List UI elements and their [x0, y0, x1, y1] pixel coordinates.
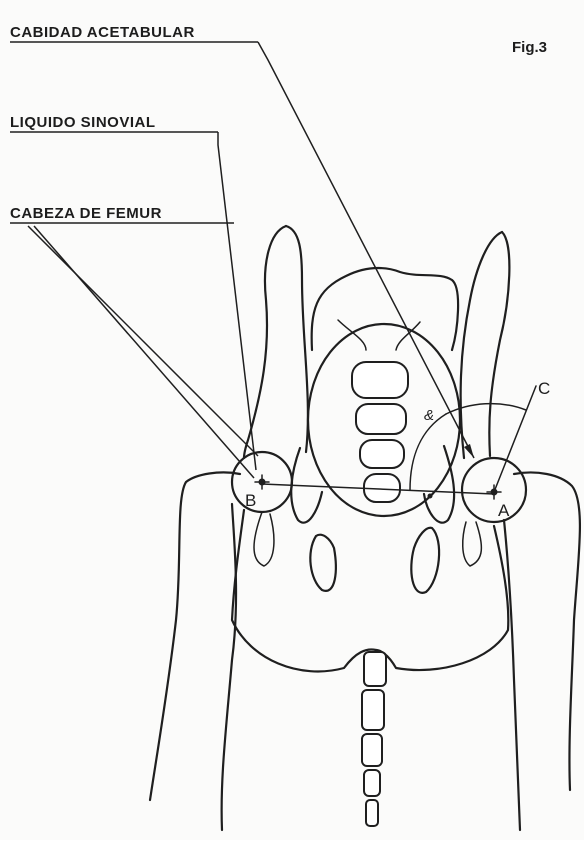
label-synovial: LIQUIDO SINOVIAL [10, 114, 218, 132]
left-ilium [244, 226, 308, 458]
angle-arc-left [410, 414, 446, 490]
label-acetabular-text: CABIDAD ACETABULAR [10, 24, 195, 41]
sacral-vertebra-2 [356, 404, 406, 434]
sacral-vertebra-1 [352, 362, 408, 398]
coccyx [362, 652, 386, 826]
label-femur-head-text: CABEZA DE FEMUR [10, 205, 162, 222]
point-c-label: C [538, 379, 550, 398]
left-femur [150, 472, 240, 830]
point-a-label: A [498, 501, 510, 520]
line-a-c [494, 386, 536, 492]
right-ilium [461, 232, 510, 458]
point-b-label: B [245, 491, 256, 510]
figure-number: Fig.3 [512, 39, 547, 56]
leader-synovial [218, 132, 256, 470]
left-hip-joint [232, 452, 292, 512]
sacral-vertebra-3 [360, 440, 404, 468]
leader-femur-head-b [34, 226, 254, 478]
leader-lines [28, 42, 474, 478]
sacrum [308, 268, 460, 516]
label-acetabular: CABIDAD ACETABULAR [10, 24, 258, 42]
leader-acetabular-arrow [464, 444, 474, 458]
leader-femur-head-a [28, 226, 258, 456]
right-femur [504, 473, 580, 831]
label-femur-head: CABEZA DE FEMUR [10, 205, 234, 223]
label-synovial-text: LIQUIDO SINOVIAL [10, 114, 156, 131]
arc-point [428, 494, 433, 499]
angle-symbol: & [424, 407, 434, 424]
